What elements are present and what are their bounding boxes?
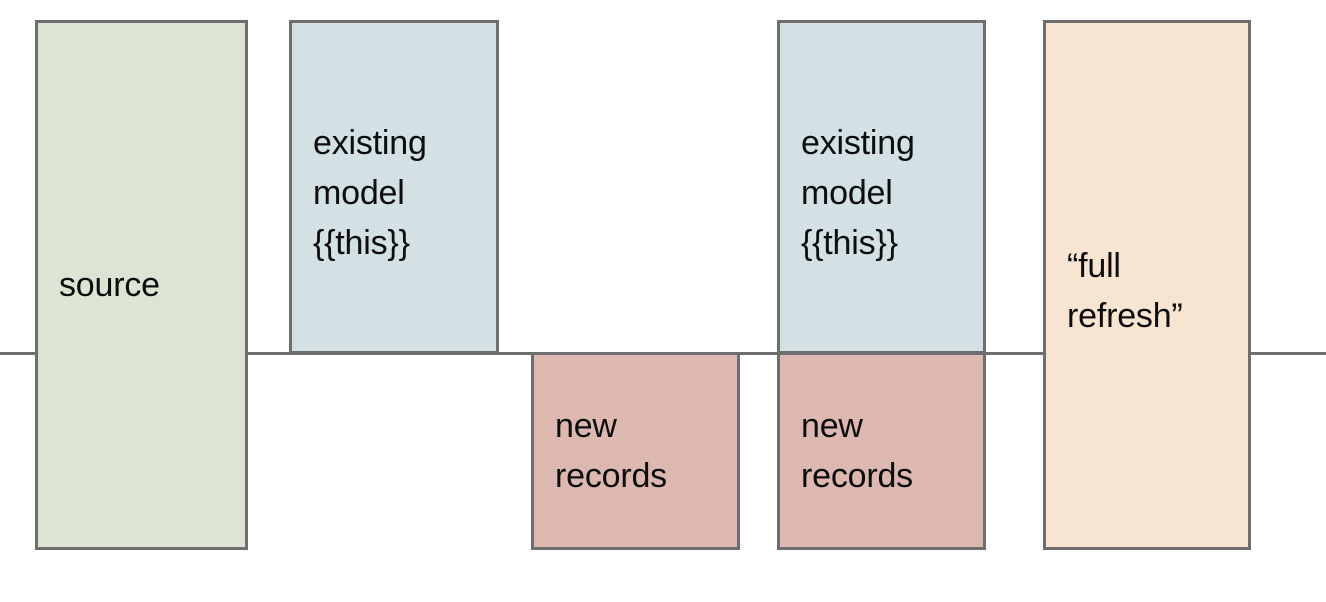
box-source-label: source <box>59 266 160 304</box>
box-new-records-1-label: new records <box>555 407 667 495</box>
box-full-refresh-label: “full refresh” <box>1067 247 1183 335</box>
box-existing-model-1[interactable]: existing model {{this}} <box>289 20 499 354</box>
box-source[interactable]: source <box>35 20 248 550</box>
box-existing-model-2-label: existing model {{this}} <box>801 124 915 262</box>
box-existing-model-2[interactable]: existing model {{this}} <box>777 20 986 354</box>
box-existing-model-1-label: existing model {{this}} <box>313 124 427 262</box>
box-full-refresh[interactable]: “full refresh” <box>1043 20 1251 550</box>
box-new-records-1[interactable]: new records <box>531 352 740 550</box>
box-new-records-2[interactable]: new records <box>777 352 986 550</box>
box-new-records-2-label: new records <box>801 407 913 495</box>
